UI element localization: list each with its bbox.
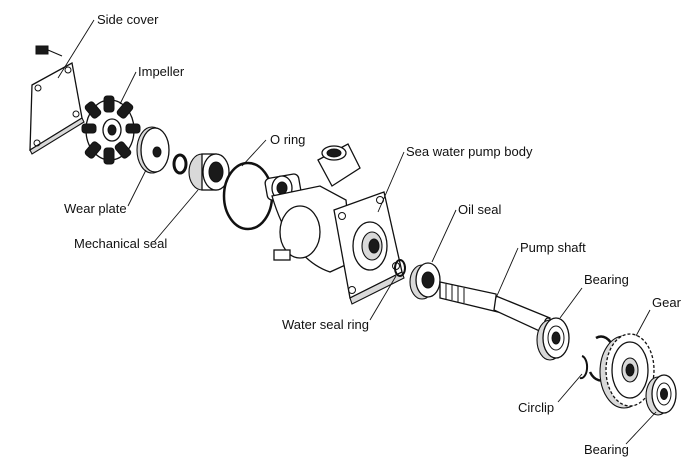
label-bearing-lower: Bearing [584, 442, 629, 457]
bearing-upper-part [536, 317, 570, 361]
wear-plate-part [136, 126, 170, 174]
impeller-part [81, 95, 141, 165]
label-wear-plate: Wear plate [64, 201, 127, 216]
label-water-seal-ring: Water seal ring [282, 317, 369, 332]
gear-part [599, 333, 655, 409]
small-o-ring [172, 153, 188, 175]
side-cover-part [29, 61, 85, 155]
oil-seal-part [409, 262, 441, 300]
label-bearing-upper: Bearing [584, 272, 629, 287]
cover-bolt [35, 45, 63, 57]
o-ring-part [222, 161, 274, 231]
label-o-ring: O ring [270, 132, 305, 147]
label-gear: Gear [652, 295, 682, 310]
label-oil-seal: Oil seal [458, 202, 501, 217]
label-sea-water-pump-body: Sea water pump body [406, 144, 533, 159]
label-impeller: Impeller [138, 64, 185, 79]
water-seal-ring-part [394, 259, 406, 277]
pump-shaft-part [439, 281, 553, 335]
bearing-lower-part [645, 374, 677, 416]
label-pump-shaft: Pump shaft [520, 240, 586, 255]
mechanical-seal-part [188, 153, 230, 191]
label-mechanical-seal: Mechanical seal [74, 236, 167, 251]
label-circlip: Circlip [518, 400, 554, 415]
leader-lines [57, 19, 657, 445]
pump-body-part [264, 143, 405, 305]
label-side-cover: Side cover [97, 12, 159, 27]
